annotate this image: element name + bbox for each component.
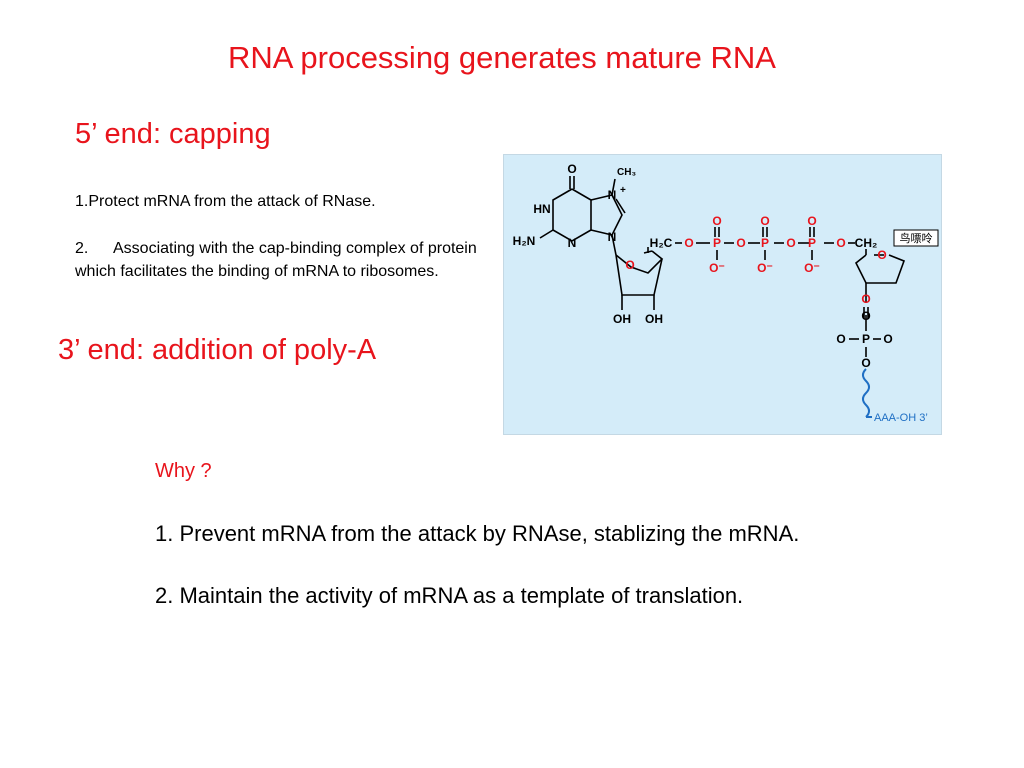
atom-o-3prime: O [861, 292, 870, 306]
atom-p-3prime: P [862, 332, 870, 346]
slide-title: RNA processing generates mature RNA [228, 40, 776, 75]
atom-n7: N [608, 188, 617, 202]
cap-point-2-number: 2. [75, 240, 89, 257]
atom-n3: N [568, 236, 577, 250]
atom-p-alpha: P [713, 236, 721, 250]
reason-1: 1. Prevent mRNA from the attack by RNAse… [155, 521, 800, 546]
atom-n9: N [608, 230, 617, 244]
atom-ch2: CH₂ [855, 236, 878, 250]
why-label: Why ? [155, 460, 212, 482]
cap-point-1-number: 1. [75, 193, 89, 210]
capping-heading: 5’ end: capping [75, 118, 271, 150]
atom-o-carbonyl: O [567, 162, 576, 176]
atom-oh-3prime: OH [645, 312, 663, 326]
cap-point-2-text: Associating with the cap-binding complex… [75, 240, 477, 280]
atom-o-double-3prime: O [861, 309, 870, 323]
atom-o-minus-3: O⁻ [804, 261, 820, 275]
atom-o-bridge-2: O [736, 236, 745, 250]
atom-p-gamma: P [808, 236, 816, 250]
atom-oh-2prime: OH [613, 312, 631, 326]
atom-h2n: H₂N [513, 234, 536, 248]
atom-o-double-1: O [712, 214, 721, 228]
atom-o-tail: O [861, 356, 870, 370]
reason-2: 2. Maintain the activity of mRNA as a te… [155, 583, 744, 608]
polya-tail-label: AAA-OH 3’ [874, 412, 928, 424]
atom-o-bridge-3: O [786, 236, 795, 250]
cap-point-2: 2.Associating with the cap-binding compl… [75, 237, 485, 283]
cap-point-1-text: Protect mRNA from the attack of RNase. [88, 193, 376, 210]
polya-tail-line [862, 368, 870, 418]
atom-hn1: HN [533, 202, 550, 216]
atom-o-bridge-1: O [684, 236, 693, 250]
atom-o-double-3: O [807, 214, 816, 228]
guanosine-label: 鸟嘌呤 [900, 231, 933, 245]
atom-ring-o-left: O [625, 258, 634, 272]
atom-p-beta: P [761, 236, 769, 250]
atom-o-double-2: O [760, 214, 769, 228]
atom-ch3: CH₃ [617, 167, 636, 178]
atom-ring-o-right: O [877, 248, 886, 262]
atom-h2c: H₂C [650, 236, 673, 250]
atom-plus-charge: + [620, 185, 626, 196]
atom-o-minus-2: O⁻ [757, 261, 773, 275]
polya-heading: 3’ end: addition of poly-A [58, 334, 377, 366]
atom-o-phosphate-left: O [836, 332, 845, 346]
guanosine-label-box [893, 229, 939, 247]
atom-o-minus-1: O⁻ [709, 261, 725, 275]
atom-o-phosphate-right: O [883, 332, 892, 346]
cap-structure-figure: O CH₃ N + HN H₂N N N O OH OH H₂C O P O P… [503, 154, 942, 435]
cap-point-1: 1.Protect mRNA from the attack of RNase. [75, 190, 376, 213]
cap-structure-diagram: O CH₃ N + HN H₂N N N O OH OH H₂C O P O P… [513, 162, 939, 424]
atom-o-bridge-4: O [836, 236, 845, 250]
bonds [539, 176, 906, 357]
